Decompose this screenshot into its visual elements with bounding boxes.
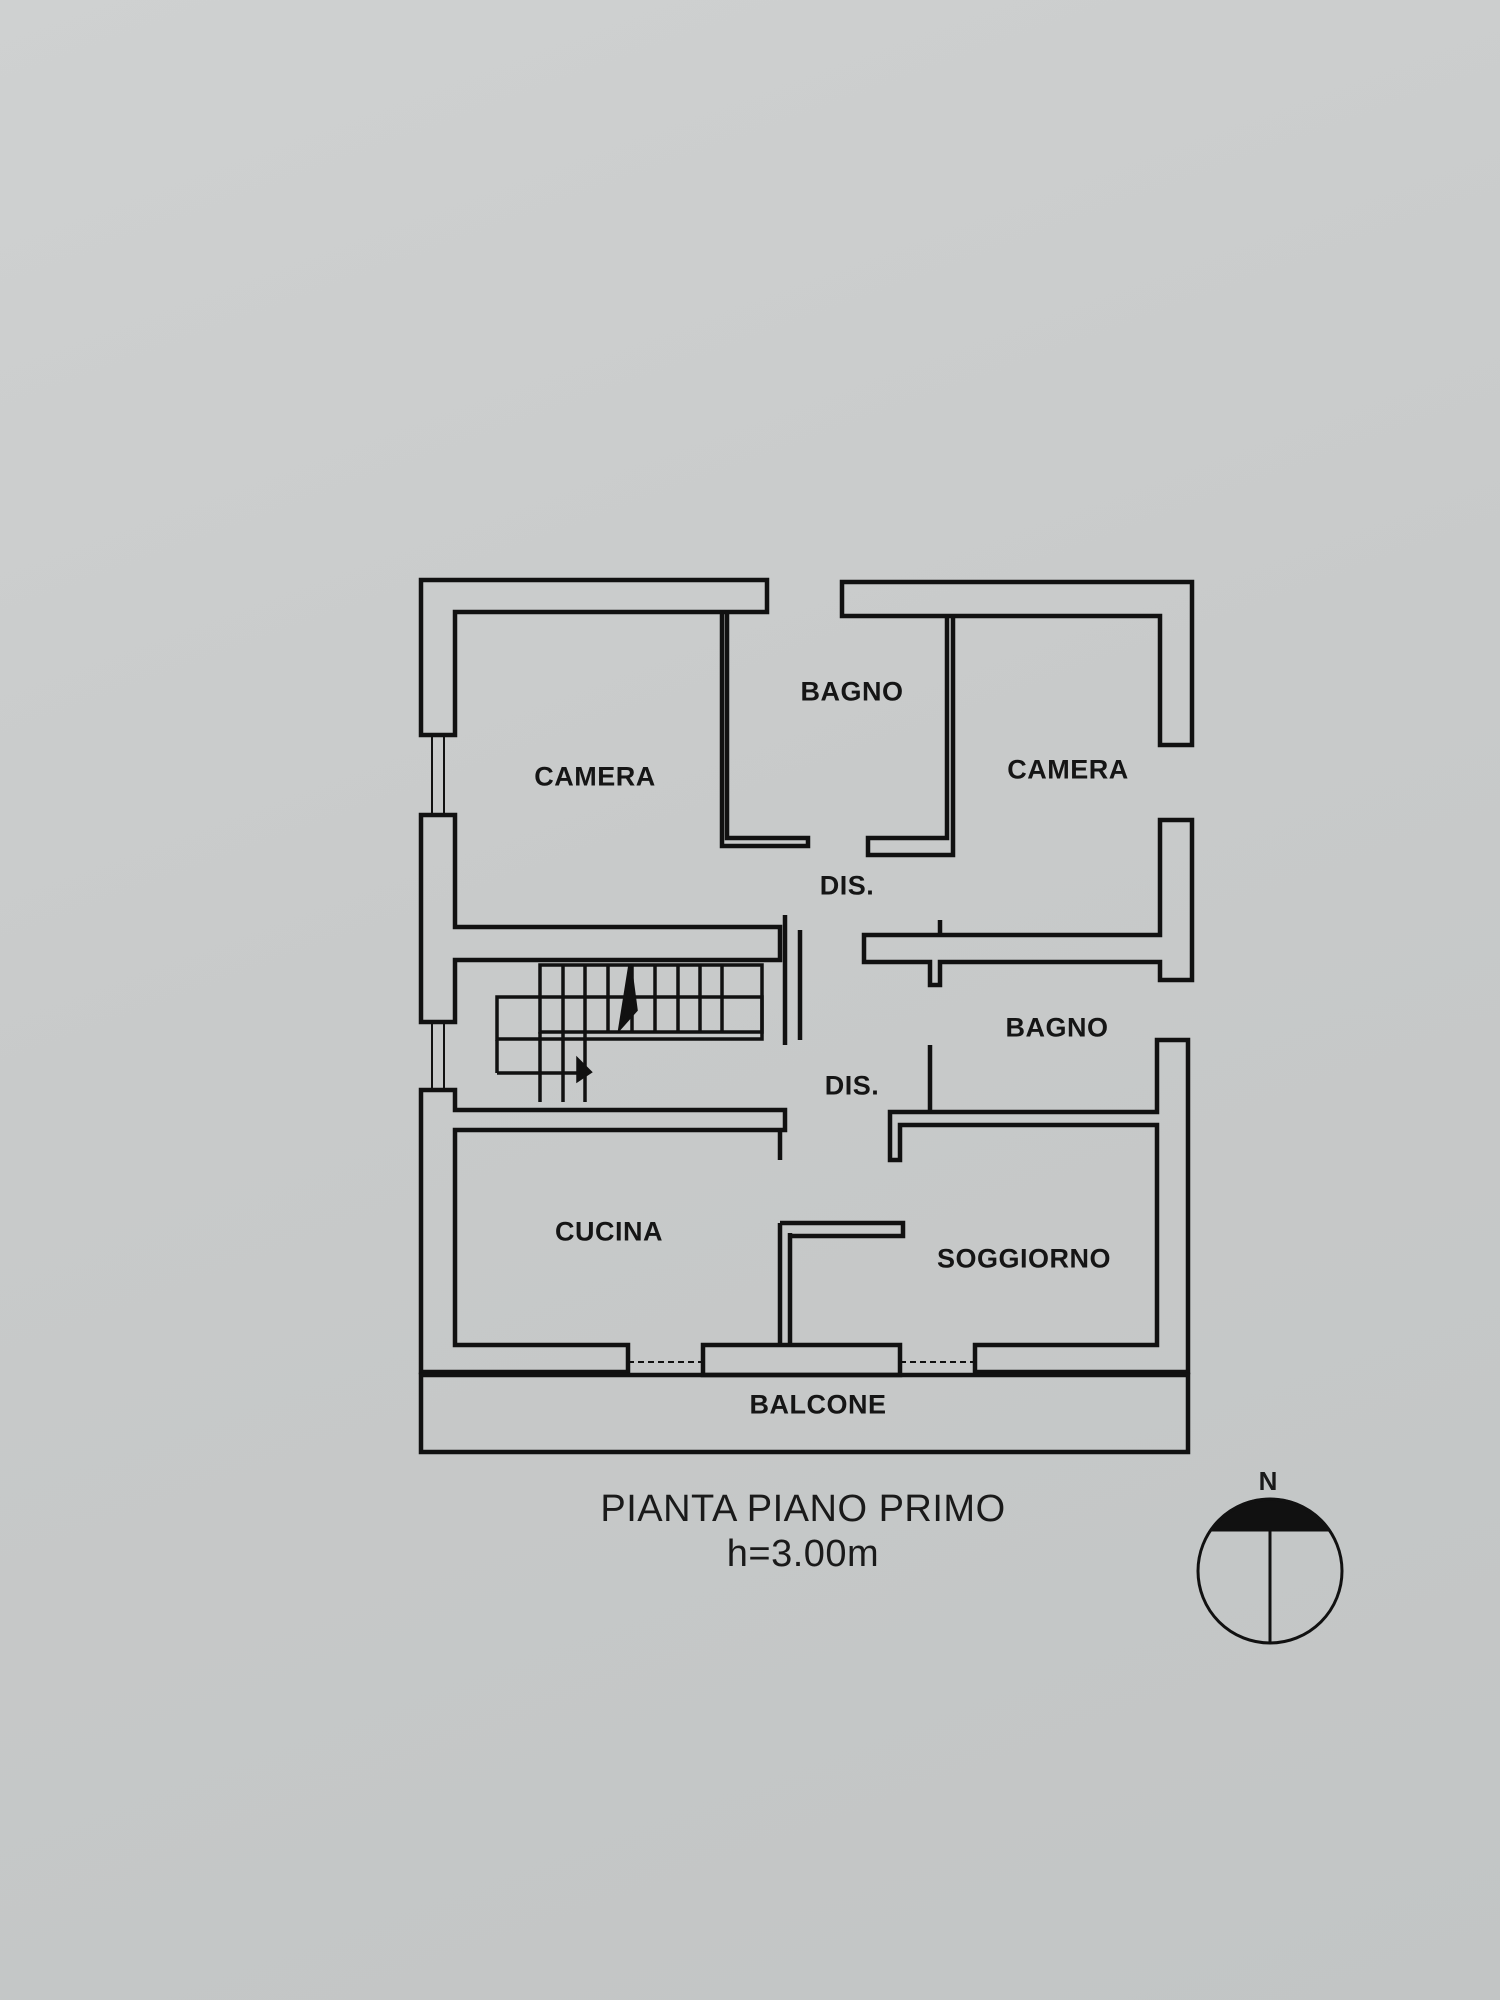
wall-bagno-n-right	[865, 616, 956, 858]
room-label-balcone: BALCONE	[749, 1389, 887, 1420]
room-label-soggiorno: SOGGIORNO	[936, 1243, 1112, 1274]
wall-bagno-e	[887, 1037, 1191, 1375]
room-label-dis-lower: DIS.	[824, 1070, 880, 1101]
room-label-bagno-n: BAGNO	[800, 676, 904, 707]
room-label-cucina: CUCINA	[555, 1216, 663, 1247]
room-label-bagno-e: BAGNO	[1005, 1012, 1109, 1043]
north-arrow-icon	[1196, 1497, 1344, 1645]
room-label-camera-ne: CAMERA	[1007, 754, 1129, 785]
room-label-dis-upper: DIS.	[819, 870, 875, 901]
wall-top-right	[839, 579, 1195, 748]
wall-south-middle	[700, 1342, 903, 1378]
wall-west-lower	[418, 1087, 788, 1375]
balcony-outline	[418, 1372, 1191, 1455]
staircase	[495, 963, 764, 1102]
plan-title: PIANTA PIANO PRIMO	[600, 1488, 1006, 1530]
plan-height-note: h=3.00m	[726, 1533, 880, 1575]
wall-top-left	[418, 577, 770, 738]
wall-camera-ne-south	[861, 817, 1195, 988]
wall-partition	[777, 1220, 906, 1345]
room-label-camera-nw: CAMERA	[534, 761, 656, 792]
wall-bagno-n-left	[719, 612, 811, 849]
north-label: N	[1258, 1466, 1278, 1496]
